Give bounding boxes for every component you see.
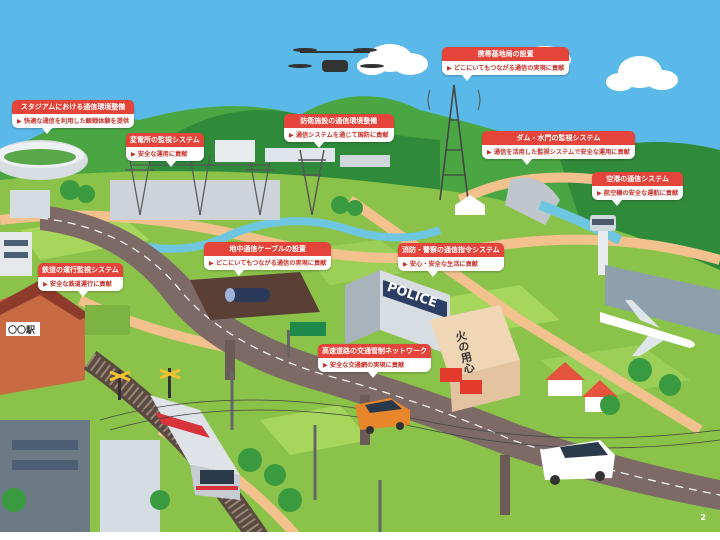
callout-title: 変電所の監視システム [126, 133, 204, 147]
train-station [0, 280, 130, 395]
callout-desc: ▶ 航空機の安全な運航に貢献 [597, 190, 679, 197]
callout-underground: 地中通信ケーブルの設置 ▶ どこにいてもつながる通信の実現に貢献 [204, 242, 332, 276]
callout-defense: 防衛施設の通信環境整備 ▶ 通信システムを通じて国防に貢献 [284, 114, 394, 148]
callout-desc: ▶ 安全な運用に貢献 [131, 151, 188, 158]
cable-pit [190, 272, 320, 320]
pylon [298, 149, 326, 216]
callout-stadium: スタジアムにおける通信環境整備 ▶ 快適な通信を利用した観戦体験を提供 [12, 100, 135, 134]
callout-desc: ▶ 安全な交通網の実現に貢献 [323, 362, 405, 369]
callout-basestation: 携帯基地局の設置 ▶ どこにいてもつながる通信の実現に貢献 [442, 47, 570, 81]
callout-title: 携帯基地局の設置 [442, 47, 570, 61]
fire-station [430, 305, 520, 412]
train [150, 395, 240, 500]
callout-firepolice: 消防・警察の通信指令システム ▶ 安心・安全な生活に貢献 [398, 243, 504, 277]
expressway-sign [287, 322, 326, 358]
callout-title: 消防・警察の通信指令システム [398, 243, 504, 257]
police-station [345, 270, 450, 355]
airplane [600, 300, 695, 356]
callout-expressway: 高速道路の交通管制ネットワーク ▶ 安全な交通網の実現に貢献 [318, 344, 431, 378]
trees [2, 180, 681, 512]
cell-tower [427, 84, 481, 201]
callout-title: 地中通信ケーブルの設置 [204, 242, 332, 256]
callout-title: スタジアムにおける通信環境整備 [12, 100, 135, 114]
callout-railway: 鉄道の運行監視システム ▶ 安全な鉄道運行に貢献 [38, 263, 123, 297]
station-sign: 〇〇駅 [8, 326, 36, 336]
river [118, 217, 442, 253]
callout-dam: ダム・水門の監視システム ▶ 通信を活用した監視システムで安全な運用に貢献 [482, 131, 635, 165]
orange-car [355, 398, 410, 434]
left-buildings [0, 190, 160, 540]
callout-desc: ▶ 安心・安全な生活に貢献 [403, 261, 478, 268]
airport-terminal [605, 265, 720, 335]
drone [288, 48, 384, 72]
callout-desc: ▶ どこにいてもつながる通信の実現に貢献 [209, 260, 327, 267]
callout-title: 防衛施設の通信環境整備 [284, 114, 394, 128]
page-number: 2 [700, 513, 706, 522]
callout-substation: 変電所の監視システム ▶ 安全な運用に貢献 [126, 133, 204, 167]
callout-title: 高速道路の交通管制ネットワーク [318, 344, 431, 358]
callout-title: 鉄道の運行監視システム [38, 263, 123, 277]
crossing-signals [109, 368, 181, 400]
callout-desc: ▶ 快適な通信を利用した観戦体験を提供 [17, 118, 130, 125]
dam [505, 177, 560, 225]
callout-title: ダム・水門の監視システム [482, 131, 635, 145]
callout-desc: ▶ 通信システムを通じて国防に貢献 [289, 132, 389, 139]
callout-desc: ▶ 安全な鉄道運行に貢献 [43, 281, 112, 288]
callout-desc: ▶ どこにいてもつながる通信の実現に貢献 [447, 65, 565, 72]
stadium [0, 140, 88, 180]
airport-tower [590, 215, 616, 275]
callout-airport: 空港の通信システム ▶ 航空機の安全な運航に貢献 [592, 172, 684, 206]
defense-facility [215, 140, 390, 167]
callout-desc: ▶ 通信を活用した監視システムで安全な運用に貢献 [487, 149, 630, 156]
white-van [540, 440, 615, 485]
callout-title: 空港の通信システム [592, 172, 684, 186]
substation [110, 154, 280, 220]
